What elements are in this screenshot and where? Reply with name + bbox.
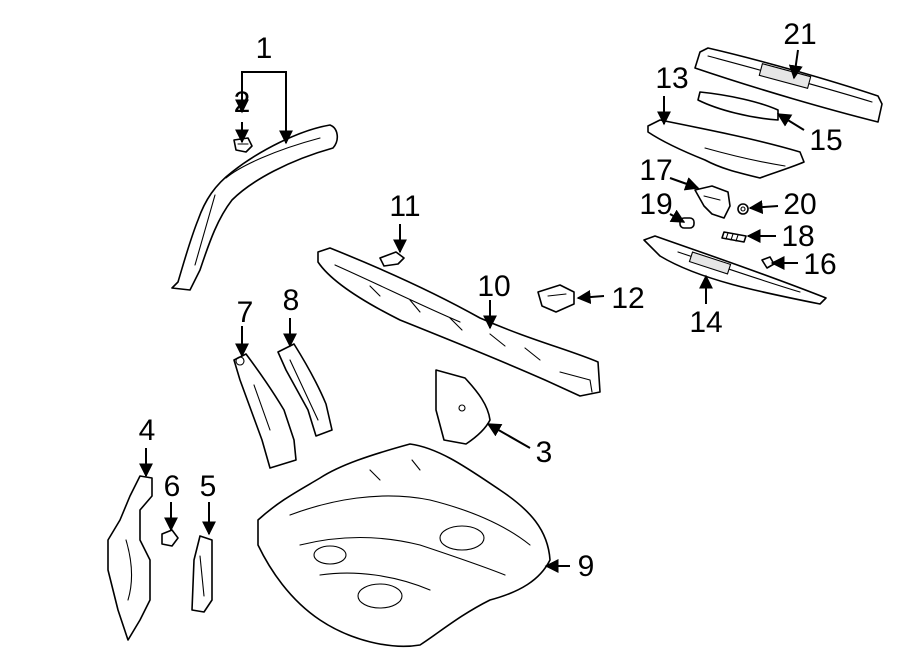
pillar-trim-part-1 [171, 124, 339, 291]
trim-part-5 [191, 535, 213, 613]
callout-7: 7 [237, 296, 254, 329]
floor-pan-part-9 [257, 443, 551, 648]
callout-6: 6 [164, 470, 181, 503]
connector-part-12 [537, 284, 575, 313]
callout-10: 10 [477, 270, 510, 303]
callout-9: 9 [578, 550, 595, 583]
cover-part-3 [435, 369, 491, 445]
callout-5: 5 [200, 470, 217, 503]
leader-15 [776, 113, 805, 131]
callout-labels: 1 2 21 13 15 17 19 20 18 16 14 11 10 12 … [139, 18, 843, 583]
clip-part-6 [161, 529, 179, 547]
leader-1b [264, 71, 293, 145]
nut-part-20 [737, 203, 749, 215]
callout-8: 8 [283, 284, 300, 317]
bracket-part-7 [233, 353, 297, 469]
leader-17 [669, 177, 700, 191]
callout-17: 17 [639, 154, 672, 187]
callout-4: 4 [139, 414, 156, 447]
scuff-plate-part-14 [643, 235, 827, 305]
callout-21: 21 [783, 18, 816, 51]
callout-3: 3 [536, 436, 553, 469]
callout-15: 15 [809, 124, 842, 157]
sill-plate-part-21 [694, 47, 883, 123]
clip-part-11 [379, 251, 405, 267]
leader-1 [235, 71, 264, 114]
panel-part-4 [107, 475, 153, 641]
callout-18: 18 [781, 220, 814, 253]
leader-3 [486, 423, 531, 449]
callout-1: 1 [256, 32, 273, 65]
callout-2: 2 [234, 86, 251, 119]
sill-insert-part-15 [697, 91, 779, 121]
sill-trim-part-13 [647, 119, 805, 179]
leader-21 [788, 49, 803, 80]
panel-part-10 [317, 247, 601, 397]
callout-20: 20 [783, 188, 816, 221]
callout-13: 13 [655, 62, 688, 95]
brace-part-8 [277, 343, 333, 437]
leader-lines [139, 49, 805, 573]
bracket-part-17 [694, 185, 731, 219]
callout-14: 14 [689, 306, 722, 339]
callout-12: 12 [611, 282, 644, 315]
spring-part-18 [721, 231, 747, 243]
leader-12 [576, 290, 605, 305]
leader-19 [669, 209, 686, 223]
callout-19: 19 [639, 188, 672, 221]
leader-20 [748, 200, 779, 215]
plug-part-19 [679, 217, 695, 229]
callout-16: 16 [803, 248, 836, 281]
callout-11: 11 [389, 190, 420, 223]
